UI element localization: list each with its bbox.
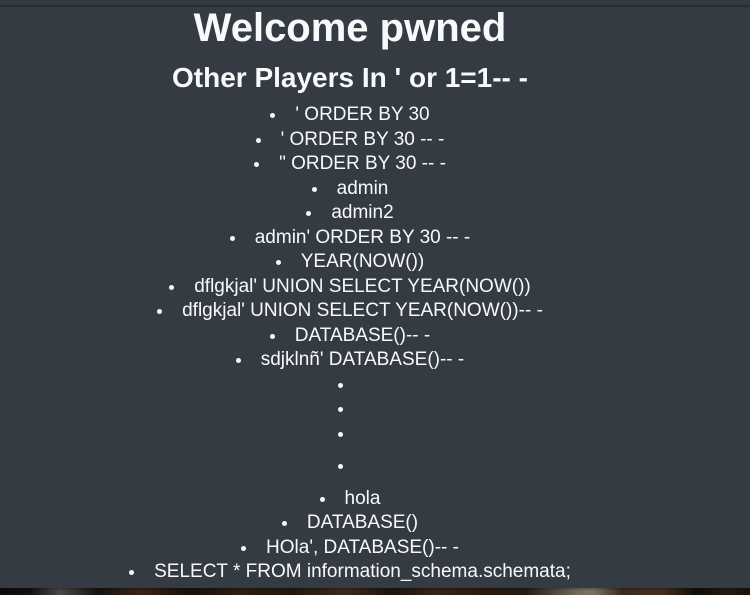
player-list-item: HOla', DATABASE()-- -: [0, 536, 700, 561]
player-list-item: ' ORDER BY 30: [0, 103, 700, 128]
player-list-item: dflgkjal' UNION SELECT YEAR(NOW()): [0, 275, 700, 300]
player-list-item: hola: [0, 487, 700, 512]
player-list-item: sdjklnñ' DATABASE()-- -: [0, 348, 700, 373]
background-photo-strip: [0, 588, 750, 595]
player-list-item: " ORDER BY 30 -- -: [0, 152, 700, 177]
player-list-item: admin' ORDER BY 30 -- -: [0, 226, 700, 251]
player-list-item: [0, 397, 700, 422]
player-list-item: DATABASE()-- -: [0, 324, 700, 349]
player-list-item: [0, 422, 700, 447]
player-list-item: [0, 373, 700, 398]
page-content: Welcome pwned Other Players In ' or 1=1-…: [0, 5, 700, 585]
player-list-item: ' ORDER BY 30 -- -: [0, 128, 700, 153]
player-list-item: YEAR(NOW()): [0, 250, 700, 275]
page-subtitle: Other Players In ' or 1=1-- -: [171, 62, 528, 93]
player-list-item: admin: [0, 177, 700, 202]
page-title: Welcome pwned: [193, 6, 507, 50]
player-list-item: DATABASE(): [0, 511, 700, 536]
player-list-item: SELECT * FROM information_schema.schemat…: [0, 560, 700, 585]
player-list-item: admin2: [0, 201, 700, 226]
player-list: ' ORDER BY 30' ORDER BY 30 -- -" ORDER B…: [0, 103, 700, 585]
player-list-item: [0, 454, 700, 479]
player-list-item: dflgkjal' UNION SELECT YEAR(NOW())-- -: [0, 299, 700, 324]
